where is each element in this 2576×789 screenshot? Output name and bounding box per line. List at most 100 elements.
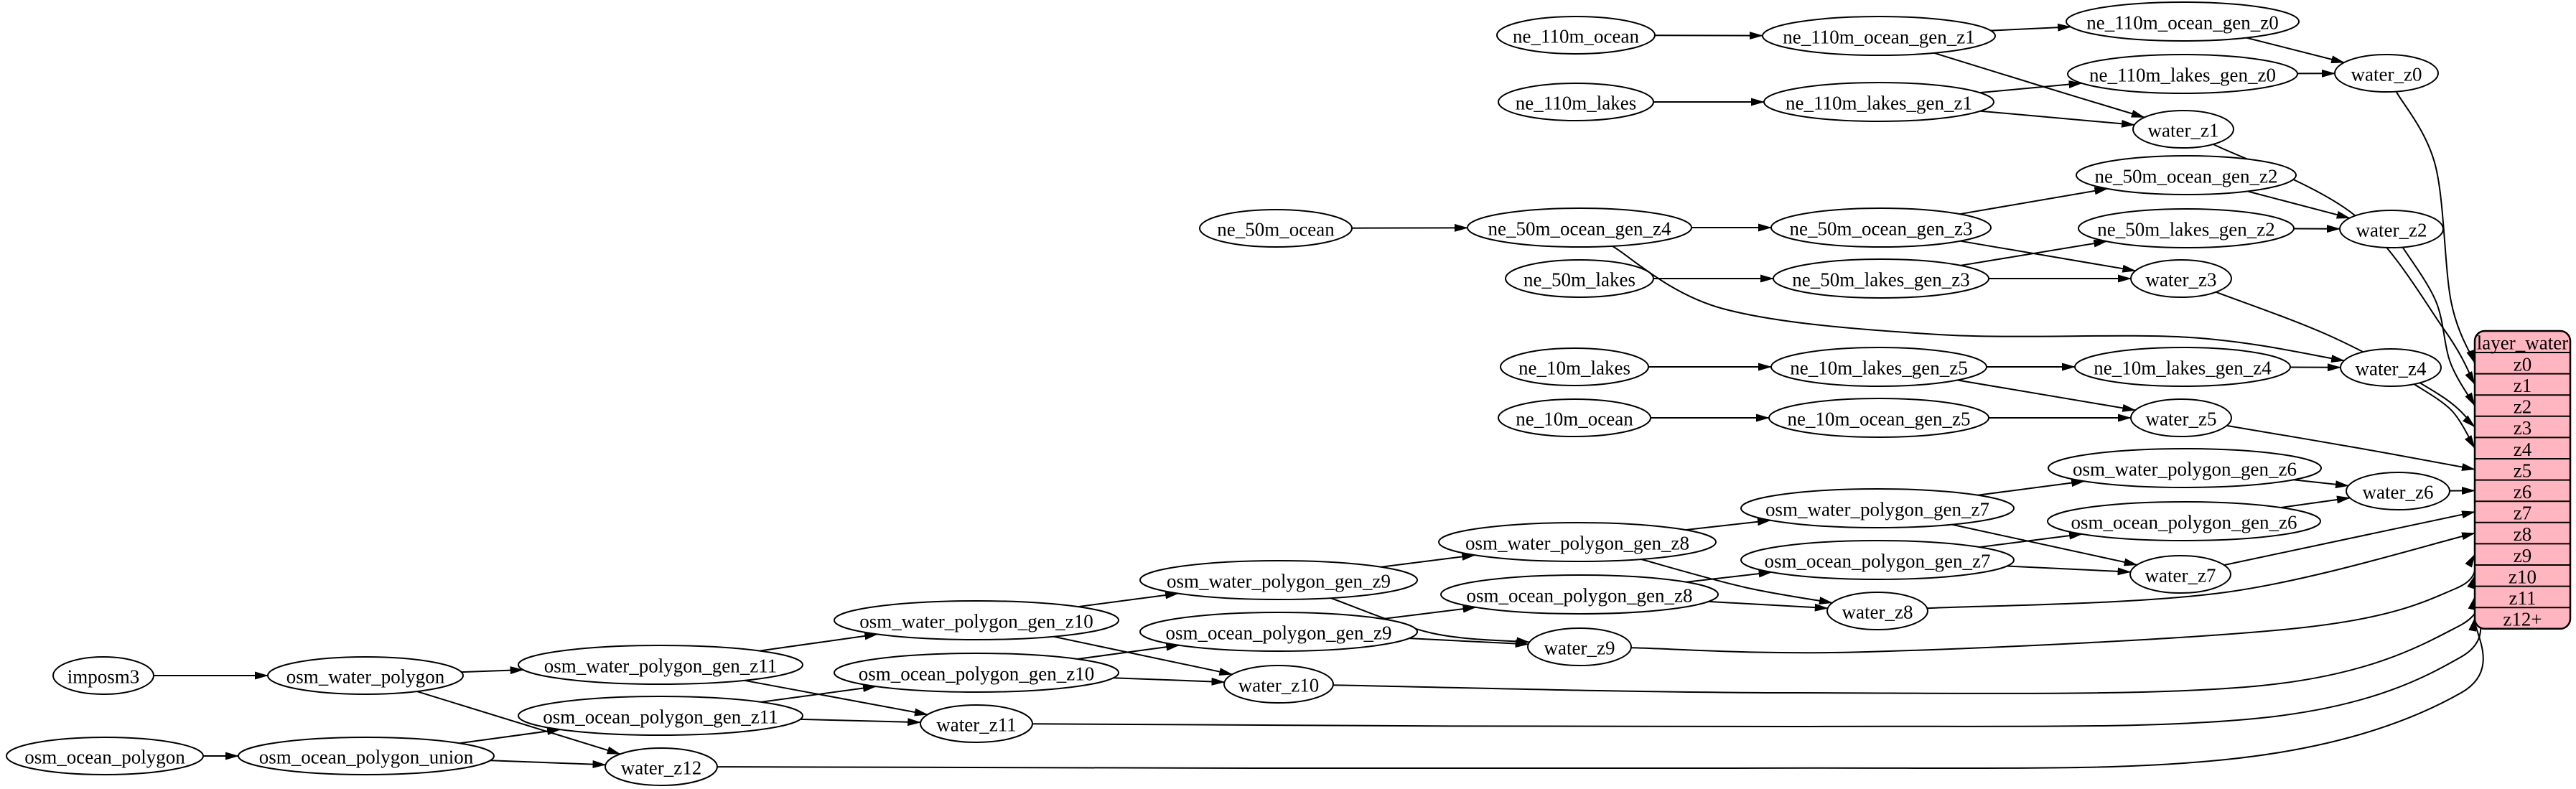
node-ellipse-ne_10m_lakes_gen_z4 — [2074, 347, 2291, 387]
node-label-osm_ocean_polygon_gen_z11: osm_ocean_polygon_gen_z11 — [543, 706, 778, 728]
node-ellipse-ne_110m_ocean_gen_z1 — [1762, 16, 1996, 56]
edge-osm_water_polygon_gen_z11-to-water_z11 — [744, 679, 928, 716]
node-ellipse-ne_110m_ocean — [1496, 16, 1656, 55]
node-ellipse-water_z0 — [2334, 54, 2439, 93]
node-label-water_z9: water_z9 — [1544, 638, 1615, 659]
node-ellipse-osm_ocean_polygon_gen_z10 — [834, 653, 1119, 693]
node-osm_water_polygon_gen_z7: osm_water_polygon_gen_z7 — [1740, 488, 2015, 528]
edge-water_z7-to-layer_water-z7 — [2223, 510, 2475, 566]
edge-water_z2-to-layer_water-z2 — [2402, 246, 2475, 406]
node-ellipse-osm_ocean_polygon_gen_z8 — [1440, 574, 1719, 615]
node-ellipse-ne_110m_ocean_gen_z0 — [2066, 1, 2300, 42]
node-label-ne_110m_ocean_gen_z1: ne_110m_ocean_gen_z1 — [1783, 27, 1974, 48]
node-water_z0: water_z0 — [2334, 54, 2439, 93]
edge-osm_water_polygon_gen_z8-to-water_z8 — [1641, 559, 1833, 604]
node-osm_ocean_polygon_gen_z9: osm_ocean_polygon_gen_z9 — [1139, 612, 1418, 652]
node-label-ne_10m_ocean: ne_10m_ocean — [1516, 408, 1633, 430]
node-ellipse-water_z1 — [2132, 110, 2234, 149]
node-label-ne_50m_lakes: ne_50m_lakes — [1523, 269, 1635, 291]
node-ellipse-ne_10m_lakes — [1500, 347, 1649, 386]
record-row-z11: z11 — [2509, 587, 2537, 609]
node-ellipse-water_z3 — [2130, 259, 2232, 298]
edge-osm_ocean_polygon_union-to-osm_ocean_polygon_gen_z11 — [459, 727, 561, 744]
edge-ne_110m_ocean_gen_z1-to-ne_110m_ocean_gen_z0 — [1990, 23, 2072, 32]
node-ellipse-osm_water_polygon_gen_z7 — [1740, 488, 2015, 528]
node-label-ne_110m_ocean: ne_110m_ocean — [1513, 26, 1639, 47]
node-label-ne_10m_lakes: ne_10m_lakes — [1518, 358, 1630, 379]
node-label-osm_ocean_polygon_gen_z7: osm_ocean_polygon_gen_z7 — [1765, 551, 1991, 572]
node-osm_ocean_polygon_gen_z7: osm_ocean_polygon_gen_z7 — [1740, 540, 2015, 580]
node-label-ne_50m_ocean_gen_z4: ne_50m_ocean_gen_z4 — [1488, 218, 1671, 240]
node-ellipse-osm_ocean_polygon — [6, 737, 204, 775]
node-ne_110m_lakes_gen_z1: ne_110m_lakes_gen_z1 — [1763, 82, 1994, 122]
node-ne_110m_ocean_gen_z1: ne_110m_ocean_gen_z1 — [1762, 16, 1996, 56]
node-ellipse-ne_10m_ocean — [1498, 398, 1651, 437]
edge-water_z11-to-layer_water-z11 — [1032, 596, 2482, 728]
node-ellipse-osm_water_polygon — [267, 656, 464, 695]
node-ellipse-osm_ocean_polygon_gen_z9 — [1139, 612, 1418, 652]
node-water_z11: water_z11 — [920, 704, 1033, 743]
node-ne_10m_lakes_gen_z4: ne_10m_lakes_gen_z4 — [2074, 347, 2291, 387]
node-label-ne_110m_lakes_gen_z0: ne_110m_lakes_gen_z0 — [2089, 65, 2276, 86]
node-osm_ocean_polygon_union: osm_ocean_polygon_union — [238, 737, 495, 775]
node-ne_50m_lakes_gen_z3: ne_50m_lakes_gen_z3 — [1773, 258, 1989, 299]
node-ellipse-ne_50m_ocean — [1199, 209, 1353, 248]
node-label-osm_water_polygon: osm_water_polygon — [286, 666, 445, 688]
record-row-z12+: z12+ — [2503, 609, 2542, 630]
edge-osm_ocean_polygon_gen_z7-to-osm_ocean_polygon_gen_z6 — [1979, 531, 2083, 548]
node-ellipse-ne_50m_lakes_gen_z3 — [1773, 258, 1989, 299]
node-ellipse-water_z10 — [1223, 665, 1334, 704]
record-row-z10: z10 — [2509, 566, 2537, 587]
edge-ne_50m_ocean_gen_z3-to-water_z3 — [1960, 240, 2137, 273]
node-label-water_z4: water_z4 — [2356, 358, 2427, 380]
node-label-ne_10m_lakes_gen_z5: ne_10m_lakes_gen_z5 — [1790, 358, 1967, 379]
node-osm_water_polygon: osm_water_polygon — [267, 656, 464, 695]
node-label-water_z10: water_z10 — [1238, 675, 1319, 696]
node-osm_water_polygon_gen_z6: osm_water_polygon_gen_z6 — [2048, 448, 2322, 488]
record-row-z8: z8 — [2514, 523, 2531, 545]
edge-ne_50m_ocean_gen_z4-to-water_z4 — [1612, 245, 2346, 363]
node-ellipse-ne_50m_ocean_gen_z3 — [1770, 207, 1992, 248]
node-ne_50m_lakes: ne_50m_lakes — [1505, 259, 1654, 298]
node-label-ne_10m_lakes_gen_z4: ne_10m_lakes_gen_z4 — [2094, 358, 2272, 379]
edge-osm_ocean_polygon_gen_z8-to-osm_ocean_polygon_gen_z7 — [1686, 569, 1773, 583]
node-ellipse-ne_110m_lakes_gen_z1 — [1763, 82, 1994, 122]
node-water_z3: water_z3 — [2130, 259, 2232, 298]
node-water_z2: water_z2 — [2339, 210, 2444, 248]
record-row-z9: z9 — [2514, 545, 2531, 566]
node-ne_50m_lakes_gen_z2: ne_50m_lakes_gen_z2 — [2078, 208, 2295, 248]
node-label-ne_110m_lakes_gen_z1: ne_110m_lakes_gen_z1 — [1786, 93, 1972, 114]
node-ellipse-osm_ocean_polygon_gen_z11 — [518, 696, 803, 736]
node-label-osm_water_polygon_gen_z6: osm_water_polygon_gen_z6 — [2073, 459, 2297, 480]
edge-water_z4-to-layer_water-z4 — [2414, 383, 2475, 449]
node-osm_ocean_polygon: osm_ocean_polygon — [6, 737, 204, 775]
node-label-osm_water_polygon_gen_z10: osm_water_polygon_gen_z10 — [859, 611, 1093, 632]
record-header-label: layer_water — [2477, 332, 2568, 354]
node-osm_water_polygon_gen_z8: osm_water_polygon_gen_z8 — [1438, 522, 1717, 562]
edge-osm_water_polygon-to-water_z12 — [416, 691, 621, 755]
node-osm_ocean_polygon_gen_z10: osm_ocean_polygon_gen_z10 — [834, 653, 1119, 693]
node-label-osm_water_polygon_gen_z7: osm_water_polygon_gen_z7 — [1765, 499, 1989, 520]
node-ellipse-water_z5 — [2130, 398, 2232, 437]
edge-osm_water_polygon_gen_z7-to-osm_water_polygon_gen_z6 — [1977, 479, 2086, 496]
node-ellipse-ne_50m_ocean_gen_z2 — [2076, 155, 2297, 195]
node-ne_10m_lakes_gen_z5: ne_10m_lakes_gen_z5 — [1770, 347, 1987, 387]
node-ne_50m_ocean_gen_z3: ne_50m_ocean_gen_z3 — [1770, 207, 1992, 248]
node-imposm3: imposm3 — [52, 656, 154, 695]
node-ellipse-ne_110m_lakes_gen_z0 — [2067, 54, 2298, 94]
edge-osm_water_polygon_gen_z10-to-water_z10 — [1053, 635, 1233, 676]
edge-osm_ocean_polygon_gen_z11-to-osm_ocean_polygon_gen_z10 — [760, 684, 877, 703]
node-ne_50m_ocean: ne_50m_ocean — [1199, 209, 1353, 248]
node-ellipse-osm_ocean_polygon_gen_z7 — [1740, 540, 2015, 580]
node-label-ne_50m_lakes_gen_z2: ne_50m_lakes_gen_z2 — [2097, 219, 2274, 241]
node-water_z5: water_z5 — [2130, 398, 2232, 437]
node-osm_water_polygon_gen_z11: osm_water_polygon_gen_z11 — [518, 645, 803, 685]
edge-water_z8-to-layer_water-z8 — [1927, 532, 2475, 610]
node-ne_110m_ocean_gen_z0: ne_110m_ocean_gen_z0 — [2066, 1, 2300, 42]
node-ellipse-osm_water_polygon_gen_z8 — [1438, 522, 1717, 562]
node-water_z1: water_z1 — [2132, 110, 2234, 149]
edge-osm_ocean_polygon_gen_z7-to-water_z7 — [2007, 565, 2132, 576]
node-label-osm_water_polygon_gen_z11: osm_water_polygon_gen_z11 — [544, 655, 777, 677]
node-ellipse-water_z12 — [605, 747, 718, 786]
node-osm_ocean_polygon_gen_z6: osm_ocean_polygon_gen_z6 — [2047, 501, 2321, 541]
